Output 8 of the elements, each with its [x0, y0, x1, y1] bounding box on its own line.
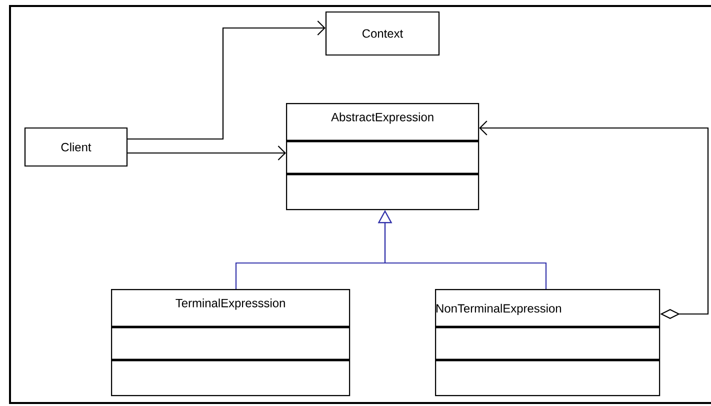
arrow	[128, 20, 326, 140]
box: Client	[24, 127, 128, 167]
class-box: NonTerminalExpression	[435, 289, 660, 396]
class-box: TerminalExpresssion	[111, 289, 350, 396]
arrow	[479, 120, 709, 319]
box: Context	[325, 11, 440, 56]
class-box: AbstractExpression	[286, 103, 480, 210]
arrow	[128, 146, 286, 160]
